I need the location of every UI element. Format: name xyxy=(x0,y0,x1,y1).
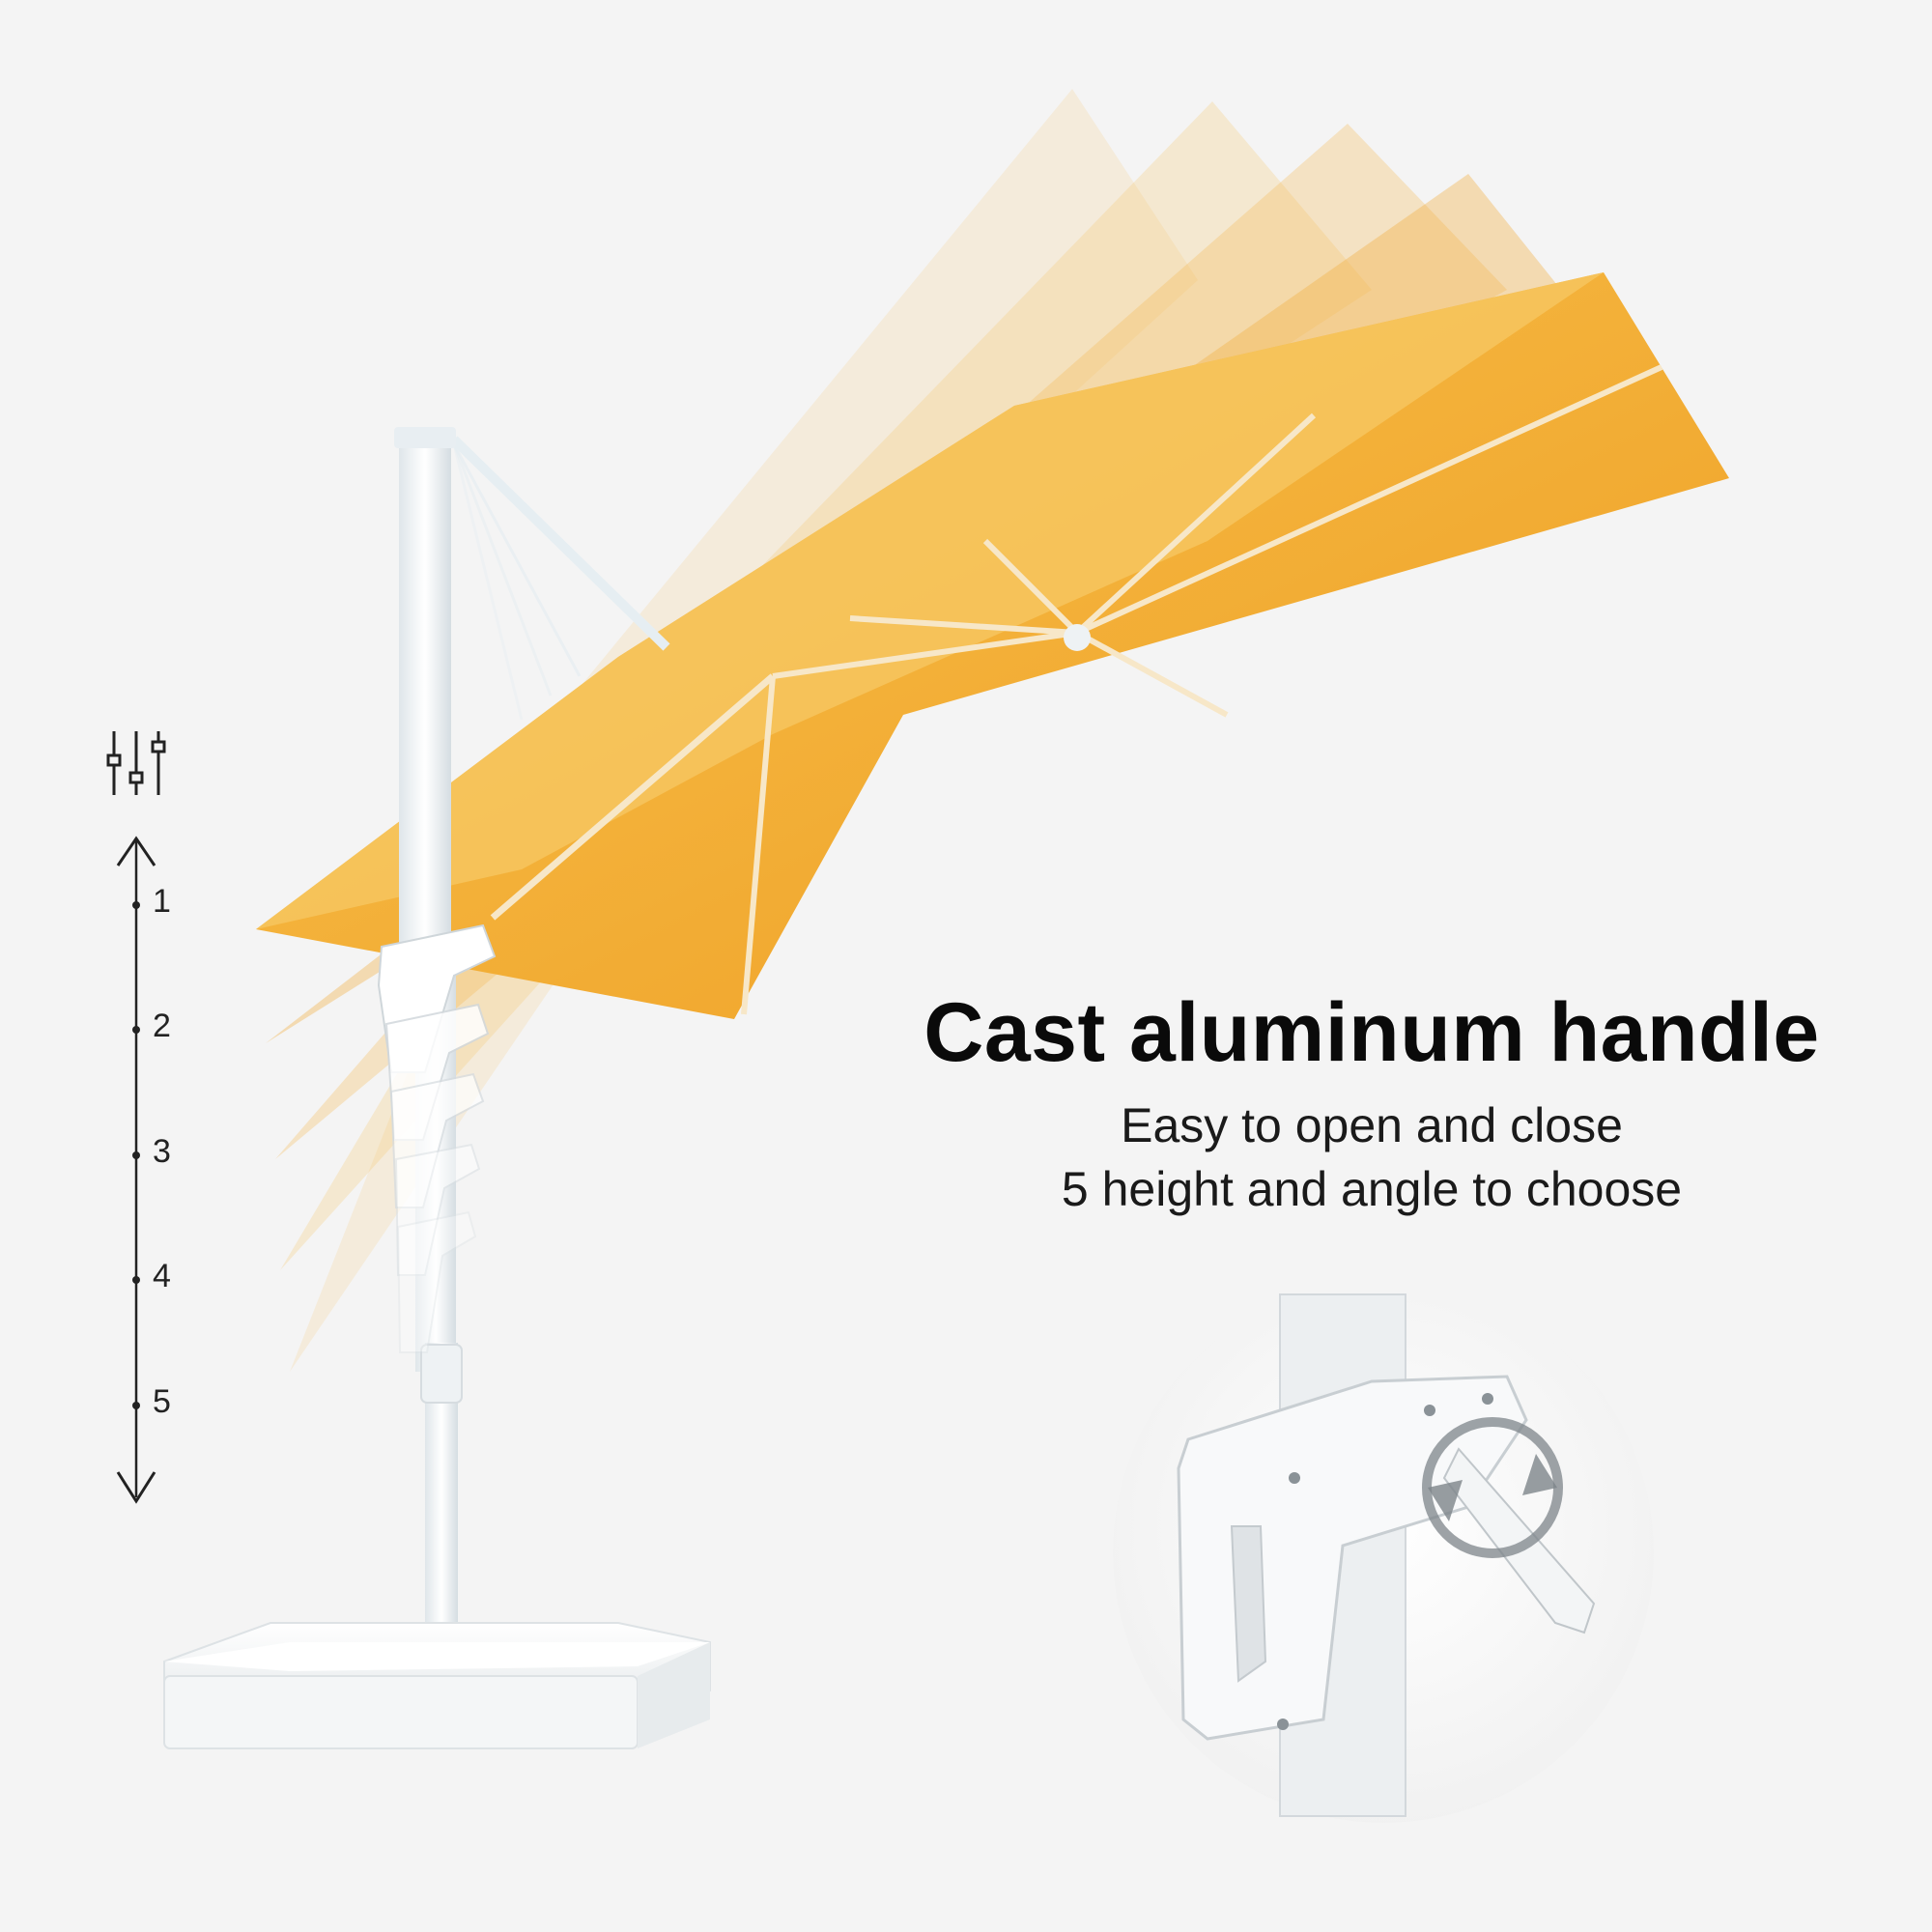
adjust-sliders-icon xyxy=(106,731,166,795)
handle-detail-circle xyxy=(1113,1282,1654,1823)
height-scale xyxy=(106,731,166,1504)
crank-handle-stack xyxy=(377,923,497,1353)
feature-subline-open-close: Easy to open and close xyxy=(1121,1098,1623,1152)
height-level-5: 5 xyxy=(153,1383,171,1420)
umbrella-canopy xyxy=(256,272,1729,1019)
support-arm xyxy=(450,436,670,721)
height-level-3: 3 xyxy=(153,1133,171,1170)
feature-subline-height-angle: 5 height and angle to choose xyxy=(1061,1162,1683,1216)
height-level-2: 2 xyxy=(153,1008,171,1044)
height-level-1: 1 xyxy=(153,883,171,920)
feature-headline: Cast aluminum handle xyxy=(923,986,1820,1079)
umbrella-base xyxy=(163,1622,711,1749)
height-level-4: 4 xyxy=(153,1258,171,1294)
